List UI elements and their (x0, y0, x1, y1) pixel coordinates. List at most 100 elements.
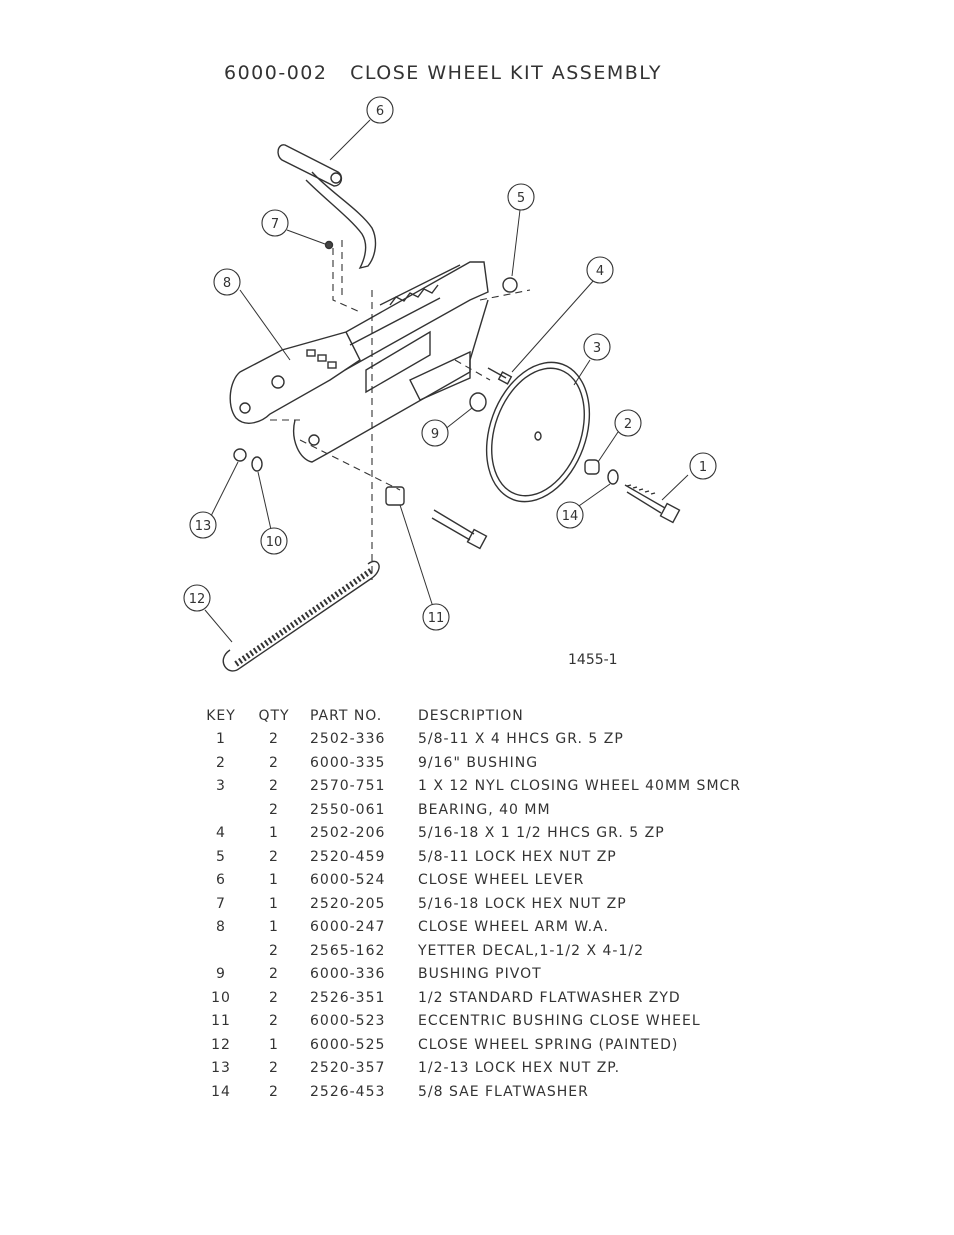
close-wheel-lever-part (277, 144, 377, 270)
row-qty: 2 (269, 754, 279, 771)
row-part-no: 6000-335 (310, 754, 386, 771)
row-key: 11 (211, 1013, 231, 1030)
flatwasher-10-part (251, 456, 263, 472)
row-part-no: 2565-162 (310, 942, 386, 959)
row-qty: 2 (269, 989, 279, 1006)
page-title: 6000-002 CLOSE WHEEL KIT ASSEMBLY (224, 62, 662, 84)
row-qty: 1 (269, 825, 279, 842)
row-description: 5/16-18 LOCK HEX NUT ZP (418, 895, 627, 912)
row-key: 10 (211, 989, 231, 1006)
callout-10 (260, 527, 288, 555)
row-qty: 2 (269, 1083, 279, 1100)
row-qty: 1 (269, 872, 279, 889)
row-key: 1 (216, 731, 226, 748)
row-qty: 1 (269, 919, 279, 936)
row-qty: 2 (269, 1013, 279, 1030)
callout-12 (183, 584, 211, 612)
row-key (196, 939, 246, 963)
row-part-no: 2520-357 (310, 1060, 386, 1077)
lock-nut-7-part (324, 240, 334, 250)
row-description: CLOSE WHEEL ARM W.A. (418, 919, 609, 936)
row-part-no: 6000-247 (310, 919, 386, 936)
callout-label: 5 (517, 191, 525, 206)
row-part-no: 2502-336 (310, 731, 386, 748)
row-key: 13 (211, 1060, 231, 1077)
callout-2 (614, 409, 642, 437)
row-part-no: 2526-453 (310, 1083, 386, 1100)
row-description: 1/2-13 LOCK HEX NUT ZP. (418, 1060, 621, 1077)
row-qty: 2 (269, 731, 279, 748)
callout-label: 2 (624, 417, 632, 432)
close-wheel-arm-part (229, 261, 489, 463)
callout-1 (689, 452, 717, 480)
closing-wheel-part (485, 361, 591, 503)
close-wheel-spring-part (222, 560, 380, 672)
row-key: 8 (216, 919, 226, 936)
row-qty: 1 (269, 1036, 279, 1053)
callout-label: 11 (428, 611, 445, 626)
row-part-no: 2526-351 (310, 989, 386, 1006)
row-qty: 2 (269, 942, 279, 959)
row-description: 9/16" BUSHING (418, 754, 539, 771)
callout-bubbles (183, 96, 717, 631)
table-row: 10 2 2526-351 1/2 STANDARD FLATWASHER ZYD (196, 986, 758, 1010)
row-key: 6 (216, 872, 226, 889)
row-qty: 2 (269, 848, 279, 865)
lock-nut-5-part (502, 277, 518, 293)
exploded-assembly-diagram: 6 7 8 5 4 3 2 1 9 14 13 10 11 12 (170, 90, 770, 690)
header-description: DESCRIPTION (418, 707, 524, 724)
callout-4 (586, 256, 614, 284)
row-qty: 2 (269, 778, 279, 795)
callout-label: 10 (266, 535, 283, 550)
callout-label: 6 (376, 104, 384, 119)
callout-11 (422, 603, 450, 631)
callout-3 (583, 333, 611, 361)
callout-9 (421, 419, 449, 447)
row-part-no: 2502-206 (310, 825, 386, 842)
bushing-pivot-part (469, 392, 487, 412)
row-part-no: 2520-459 (310, 848, 386, 865)
row-description: 1 X 12 NYL CLOSING WHEEL 40MM SMCR (418, 778, 742, 795)
row-description: 1/2 STANDARD FLATWASHER ZYD (418, 989, 681, 1006)
row-qty: 2 (269, 966, 279, 983)
row-key: 9 (216, 966, 226, 983)
callout-5 (507, 183, 535, 211)
row-key: 5 (216, 848, 226, 865)
row-description: ECCENTRIC BUSHING CLOSE WHEEL (418, 1013, 701, 1030)
row-key (196, 798, 246, 822)
row-key: 4 (216, 825, 226, 842)
callout-label: 12 (189, 592, 206, 607)
callout-8 (213, 268, 241, 296)
callout-label: 4 (596, 264, 604, 279)
row-part-no: 2570-751 (310, 778, 386, 795)
row-part-no: 6000-523 (310, 1013, 386, 1030)
row-description: BEARING, 40 MM (418, 801, 551, 818)
row-key: 7 (216, 895, 226, 912)
row-description: CLOSE WHEEL LEVER (418, 872, 585, 889)
drawing-number: 1455-1 (568, 652, 618, 668)
callout-label: 14 (562, 509, 579, 524)
callout-label: 13 (195, 519, 212, 534)
row-part-no: 2520-205 (310, 895, 386, 912)
callout-label: 7 (271, 217, 279, 232)
bushing-2-part (584, 459, 600, 475)
table-row: 8 1 6000-247 CLOSE WHEEL ARM W.A. (196, 916, 758, 940)
row-part-no: 6000-336 (310, 966, 386, 983)
row-description: 5/8-11 X 4 HHCS GR. 5 ZP (418, 731, 624, 748)
row-part-no: 6000-525 (310, 1036, 386, 1053)
row-part-no: 2550-061 (310, 801, 386, 818)
row-description: 5/8 SAE FLATWASHER (418, 1083, 589, 1100)
callout-13 (189, 511, 217, 539)
callout-label: 1 (699, 460, 707, 475)
